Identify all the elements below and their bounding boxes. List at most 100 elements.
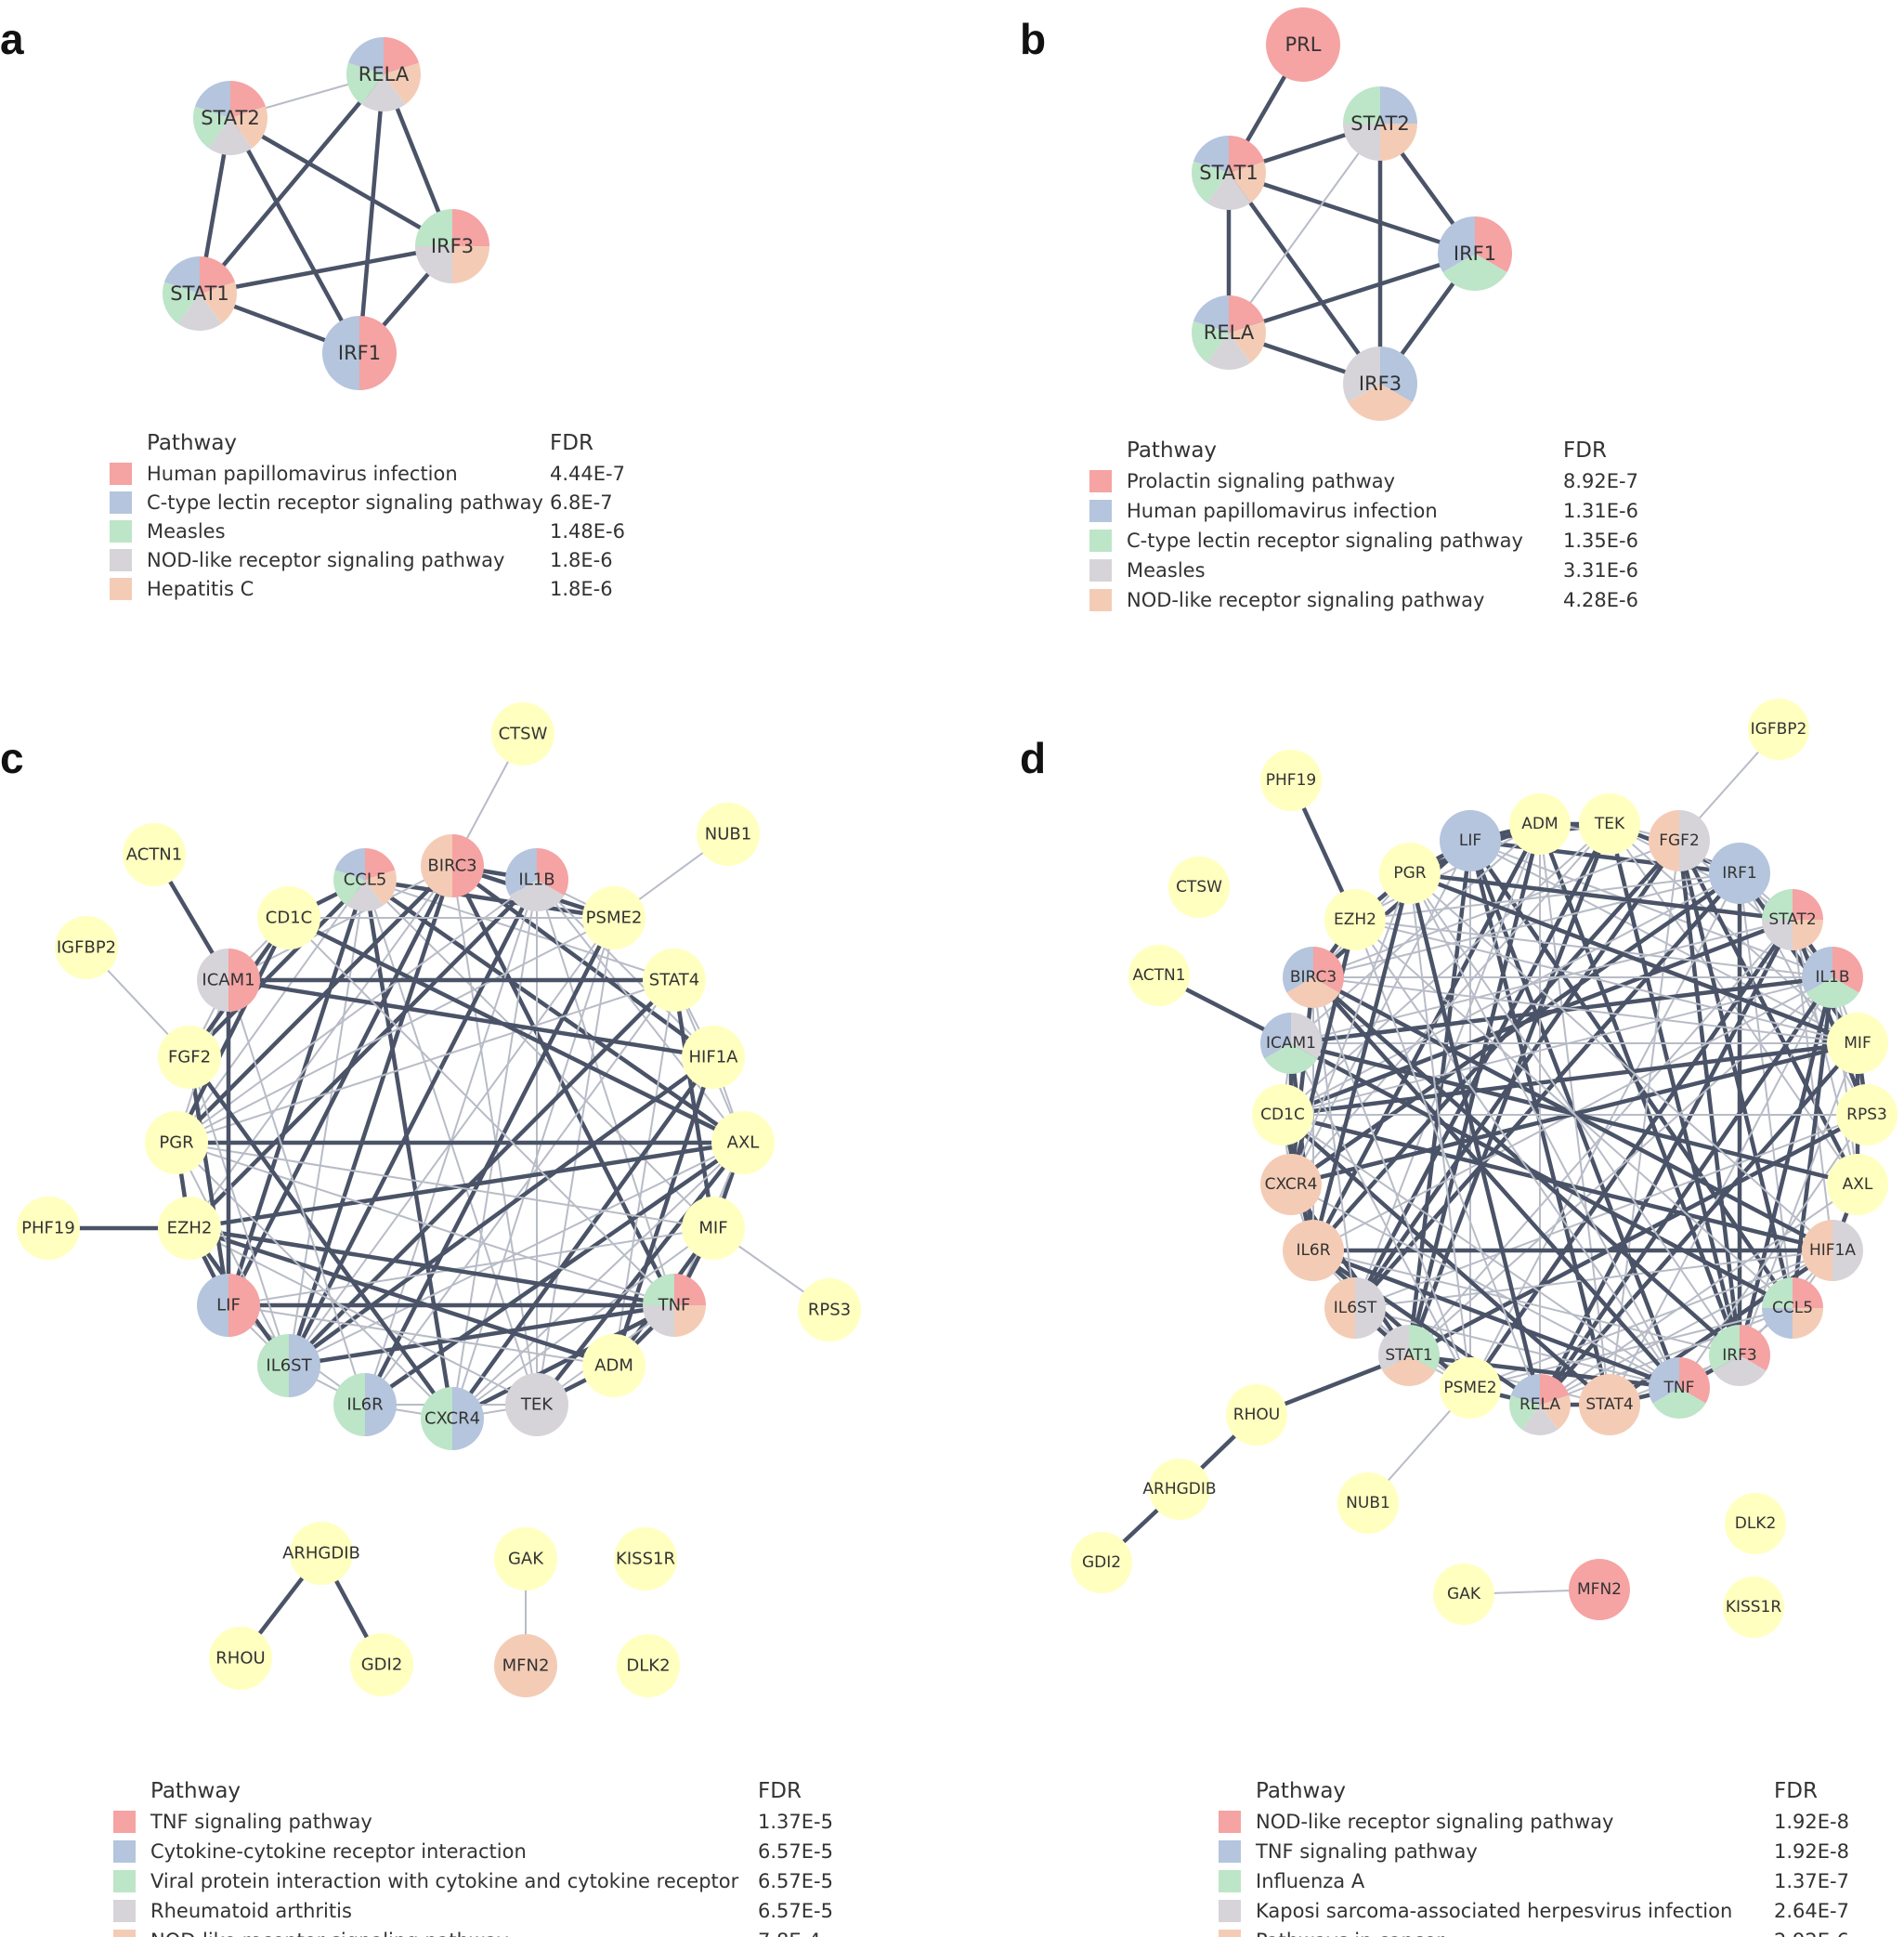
node-rhou[interactable]: RHOU <box>1226 1384 1287 1446</box>
node-ezh2[interactable]: EZH2 <box>158 1197 221 1260</box>
node-il6st[interactable]: IL6ST <box>1324 1277 1386 1339</box>
node-axl[interactable]: AXL <box>711 1111 775 1174</box>
node-tek[interactable]: TEK <box>505 1373 568 1436</box>
node-ezh2[interactable]: EZH2 <box>1324 889 1386 950</box>
node-phf19[interactable]: PHF19 <box>17 1197 80 1260</box>
node-label: TEK <box>1594 815 1625 833</box>
node-irf1[interactable]: IRF1 <box>322 316 397 390</box>
node-psme2[interactable]: PSME2 <box>582 886 646 949</box>
node-arhgdib[interactable]: ARHGDIB <box>1142 1459 1217 1520</box>
node-il1b[interactable]: IL1B <box>1802 947 1864 1008</box>
node-psme2[interactable]: PSME2 <box>1440 1357 1501 1419</box>
node-pgr[interactable]: PGR <box>1379 843 1441 904</box>
node-adm[interactable]: ADM <box>582 1334 646 1397</box>
node-fill <box>257 886 320 949</box>
node-il1b[interactable]: IL1B <box>504 848 569 911</box>
node-irf3[interactable]: IRF3 <box>1709 1325 1771 1387</box>
node-irf3[interactable]: IRF3 <box>1343 347 1417 421</box>
node-stat2[interactable]: STAT2 <box>192 81 267 156</box>
node-rps3[interactable]: RPS3 <box>798 1278 861 1342</box>
node-slice-red <box>384 37 420 74</box>
node-tnf[interactable]: TNF <box>643 1274 706 1337</box>
node-slice-grey <box>346 880 384 912</box>
node-kiss1r[interactable]: KISS1R <box>1723 1577 1784 1638</box>
node-gdi2[interactable]: GDI2 <box>350 1633 413 1696</box>
node-lif[interactable]: LIF <box>1440 810 1501 871</box>
node-phf19[interactable]: PHF19 <box>1260 750 1322 811</box>
node-ccl5[interactable]: CCL5 <box>1762 1277 1823 1339</box>
node-irf1[interactable]: IRF1 <box>1709 843 1770 904</box>
node-adm[interactable]: ADM <box>1509 793 1571 855</box>
node-il6r[interactable]: IL6R <box>1283 1220 1344 1281</box>
node-rps3[interactable]: RPS3 <box>1836 1084 1897 1145</box>
node-birc3[interactable]: BIRC3 <box>421 834 484 897</box>
node-kiss1r[interactable]: KISS1R <box>614 1527 677 1590</box>
node-igfbp2[interactable]: IGFBP2 <box>1748 699 1809 760</box>
node-actn1[interactable]: ACTN1 <box>123 823 186 886</box>
node-stat1[interactable]: STAT1 <box>1378 1325 1440 1387</box>
node-slice-green <box>1762 1277 1793 1308</box>
node-rhou[interactable]: RHOU <box>209 1627 272 1690</box>
node-pgr[interactable]: PGR <box>145 1111 208 1174</box>
node-ccl5[interactable]: CCL5 <box>333 848 397 912</box>
node-nub1[interactable]: NUB1 <box>1337 1472 1399 1534</box>
node-birc3[interactable]: BIRC3 <box>1282 947 1344 1008</box>
node-mfn2[interactable]: MFN2 <box>1569 1559 1630 1620</box>
node-rela[interactable]: RELA <box>346 37 422 111</box>
node-cxcr4[interactable]: CXCR4 <box>1260 1154 1322 1215</box>
node-ctsw[interactable]: CTSW <box>491 702 554 766</box>
node-fgf2[interactable]: FGF2 <box>158 1026 221 1089</box>
node-dlk2[interactable]: DLK2 <box>1725 1493 1786 1554</box>
edge-birc3-tek <box>451 865 538 1406</box>
node-irf1[interactable]: IRF1 <box>1438 216 1512 291</box>
node-hif1a[interactable]: HIF1A <box>1802 1220 1863 1281</box>
node-rela[interactable]: RELA <box>1192 295 1266 370</box>
node-icam1[interactable]: ICAM1 <box>1260 1013 1323 1074</box>
edge-rela-ezh2 <box>1354 919 1541 1406</box>
node-rela[interactable]: RELA <box>1508 1374 1571 1435</box>
node-stat2[interactable]: STAT2 <box>1762 889 1823 950</box>
node-cd1c[interactable]: CD1C <box>1252 1084 1313 1145</box>
node-stat4[interactable]: STAT4 <box>643 949 706 1012</box>
node-ctsw[interactable]: CTSW <box>1168 857 1230 918</box>
node-arhgdib[interactable]: ARHGDIB <box>282 1522 360 1585</box>
legend-fdr-value: 4.44E-7 <box>550 463 625 485</box>
node-mfn2[interactable]: MFN2 <box>494 1634 557 1697</box>
node-dlk2[interactable]: DLK2 <box>617 1634 680 1697</box>
node-cxcr4[interactable]: CXCR4 <box>421 1387 484 1450</box>
node-mif[interactable]: MIF <box>1827 1013 1888 1074</box>
node-mif[interactable]: MIF <box>682 1197 745 1260</box>
node-tek[interactable]: TEK <box>1579 793 1640 855</box>
node-fgf2[interactable]: FGF2 <box>1649 810 1710 871</box>
node-fill <box>1071 1532 1132 1593</box>
node-icam1[interactable]: ICAM1 <box>197 949 260 1012</box>
node-stat1[interactable]: STAT1 <box>1192 136 1266 210</box>
legend-pathway-label: TNF signaling pathway <box>1255 1840 1478 1863</box>
legend-swatch <box>1219 1840 1241 1863</box>
node-lif[interactable]: LIF <box>197 1274 260 1337</box>
node-actn1[interactable]: ACTN1 <box>1128 945 1190 1006</box>
node-axl[interactable]: AXL <box>1827 1154 1888 1215</box>
node-igfbp2[interactable]: IGFBP2 <box>55 916 118 979</box>
node-fill <box>17 1197 80 1260</box>
node-nub1[interactable]: NUB1 <box>697 803 760 866</box>
node-fill <box>1252 1084 1313 1145</box>
node-gdi2[interactable]: GDI2 <box>1071 1532 1132 1593</box>
node-il6r[interactable]: IL6R <box>333 1373 397 1436</box>
node-gak[interactable]: GAK <box>1433 1564 1494 1625</box>
edge-ccl5-fgf2 <box>187 877 368 1060</box>
node-stat4[interactable]: STAT4 <box>1579 1374 1640 1435</box>
node-prl[interactable]: PRL <box>1266 7 1340 82</box>
node-cd1c[interactable]: CD1C <box>257 886 320 949</box>
node-fill <box>350 1633 413 1696</box>
node-tnf[interactable]: TNF <box>1649 1357 1711 1419</box>
node-stat1[interactable]: STAT1 <box>162 256 238 332</box>
node-label: CXCR4 <box>424 1409 480 1429</box>
node-il6st[interactable]: IL6ST <box>257 1334 320 1397</box>
edge-birc3-ezh2 <box>189 865 453 1229</box>
node-gak[interactable]: GAK <box>494 1527 557 1590</box>
node-hif1a[interactable]: HIF1A <box>682 1026 745 1089</box>
node-stat2[interactable]: STAT2 <box>1343 86 1417 161</box>
node-irf3[interactable]: IRF3 <box>415 209 489 283</box>
